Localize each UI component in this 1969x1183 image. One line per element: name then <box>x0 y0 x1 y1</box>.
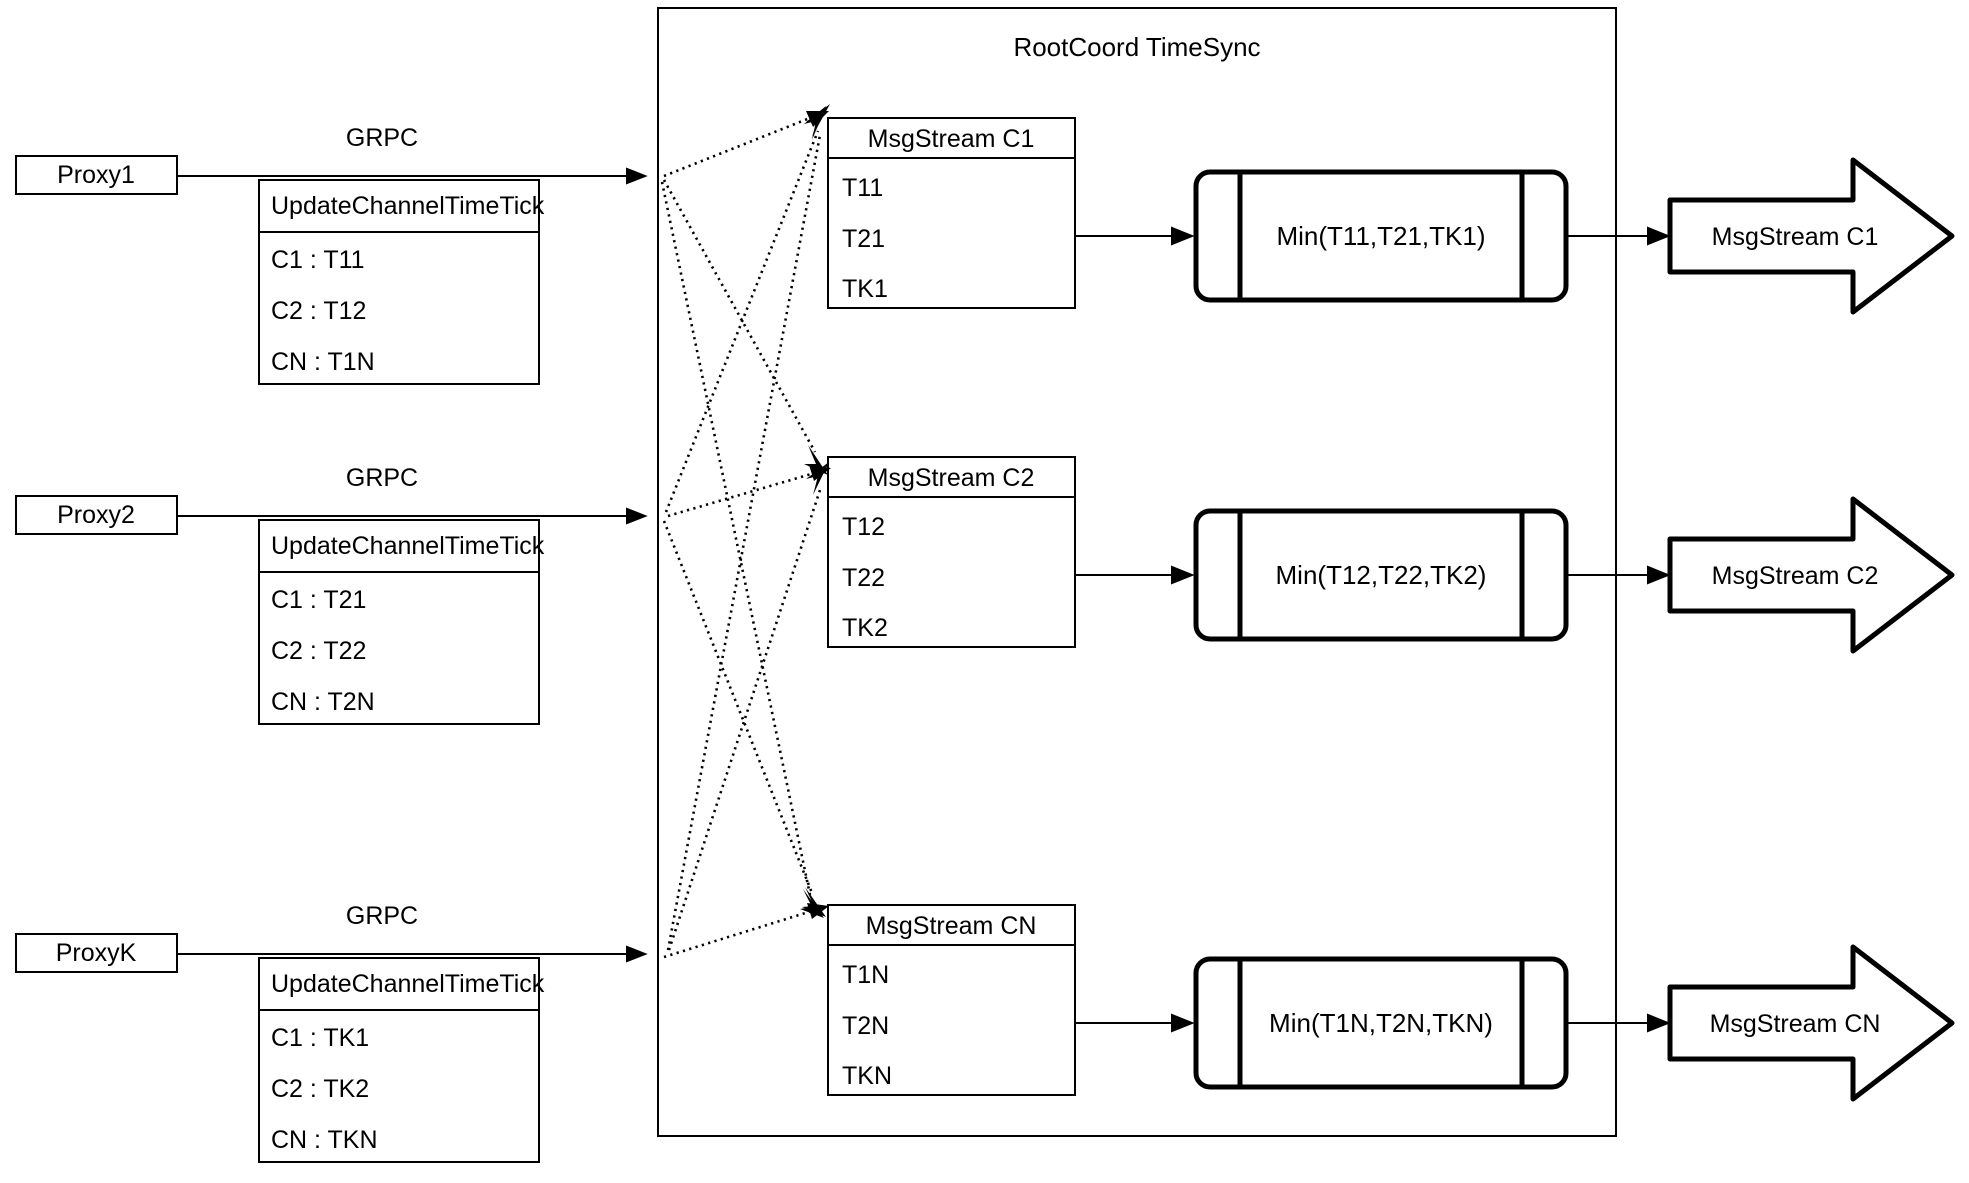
process-to-output-arrowhead <box>1647 565 1671 585</box>
process-label: Min(T1N,T2N,TKN) <box>1269 1008 1493 1038</box>
msgstream-table-header: MsgStream C1 <box>868 125 1035 153</box>
dotted-arrowhead-pk-c2 <box>806 462 829 495</box>
request-table-cell: C2 : TK2 <box>271 1075 369 1103</box>
msgstream-table-cell: T12 <box>842 513 885 541</box>
msgstream-table-cell: T21 <box>842 225 885 253</box>
request-table <box>258 519 540 725</box>
output-arrow-label: MsgStream CN <box>1710 1010 1881 1038</box>
msgstream-table-cell: T1N <box>842 961 889 989</box>
output-arrow-shape <box>1667 157 1955 315</box>
dotted-route-pk-c2 <box>667 489 822 951</box>
process-label: Min(T12,T22,TK2) <box>1276 560 1487 590</box>
dotted-route-p1-c1 <box>663 114 816 178</box>
process-to-output-arrowhead <box>1647 226 1671 246</box>
dotted-route-p2-cn <box>662 520 814 894</box>
proxy-label: Proxy2 <box>57 501 135 529</box>
msgstream-table-header: MsgStream C2 <box>868 464 1035 492</box>
output-arrow-label: MsgStream C2 <box>1712 562 1879 590</box>
msgstream-table <box>827 117 1076 309</box>
proxy-box[interactable] <box>15 933 178 973</box>
request-table-cell: CN : T1N <box>271 348 375 376</box>
msgstream-table-cell: T2N <box>842 1012 889 1040</box>
output-arrow-label: MsgStream C1 <box>1712 223 1879 251</box>
msgstream-table <box>827 456 1076 648</box>
msgstream-table-cell: T11 <box>842 174 883 202</box>
grpc-arrowhead <box>626 507 648 525</box>
dotted-route-p1-c2 <box>662 179 817 453</box>
msgstream-to-process-arrowhead <box>1171 1013 1195 1033</box>
rootcoord-title: RootCoord TimeSync <box>1013 32 1260 62</box>
dotted-arrowhead-pk-c1 <box>804 106 826 140</box>
grpc-label: GRPC <box>346 464 418 492</box>
grpc-arrowhead <box>626 167 648 185</box>
dotted-route-p1-cn <box>660 181 812 896</box>
msgstream-table-cell: T22 <box>842 564 885 592</box>
msgstream-to-process-arrowhead <box>1171 226 1195 246</box>
msgstream-table-cell: TK2 <box>842 614 888 642</box>
msgstream-table-header: MsgStream CN <box>866 912 1037 940</box>
request-table-header: UpdateChannelTimeTick <box>271 970 545 998</box>
request-table-cell: C1 : TK1 <box>271 1024 369 1052</box>
request-table-cell: CN : T2N <box>271 688 375 716</box>
request-table-cell: C2 : T22 <box>271 637 366 665</box>
proxy-label: ProxyK <box>56 939 137 967</box>
output-arrow-shape <box>1667 944 1955 1102</box>
msgstream-to-process-arrowhead <box>1171 565 1195 585</box>
process-label: Min(T11,T21,TK1) <box>1276 221 1485 251</box>
output-arrow-shape <box>1667 496 1955 654</box>
grpc-label: GRPC <box>346 124 418 152</box>
process-to-output-arrowhead <box>1647 1013 1671 1033</box>
msgstream-table-cell: TKN <box>842 1062 892 1090</box>
grpc-label: GRPC <box>346 902 418 930</box>
grpc-arrowhead <box>626 945 648 963</box>
request-table <box>258 179 540 385</box>
request-table-cell: C2 : T12 <box>271 297 366 325</box>
msgstream-table <box>827 904 1076 1096</box>
dotted-route-p2-c1 <box>664 130 820 513</box>
proxy-box[interactable] <box>15 155 178 195</box>
proxy-label: Proxy1 <box>57 161 135 189</box>
request-table-cell: CN : TKN <box>271 1126 378 1154</box>
dotted-arrowhead-pk-cn <box>807 903 829 919</box>
request-table-header: UpdateChannelTimeTick <box>271 192 545 220</box>
request-table-cell: C1 : T11 <box>271 246 365 274</box>
request-table-header: UpdateChannelTimeTick <box>271 532 545 560</box>
request-table-cell: C1 : T21 <box>271 586 366 614</box>
msgstream-table-cell: TK1 <box>842 275 888 303</box>
request-table <box>258 957 540 1163</box>
